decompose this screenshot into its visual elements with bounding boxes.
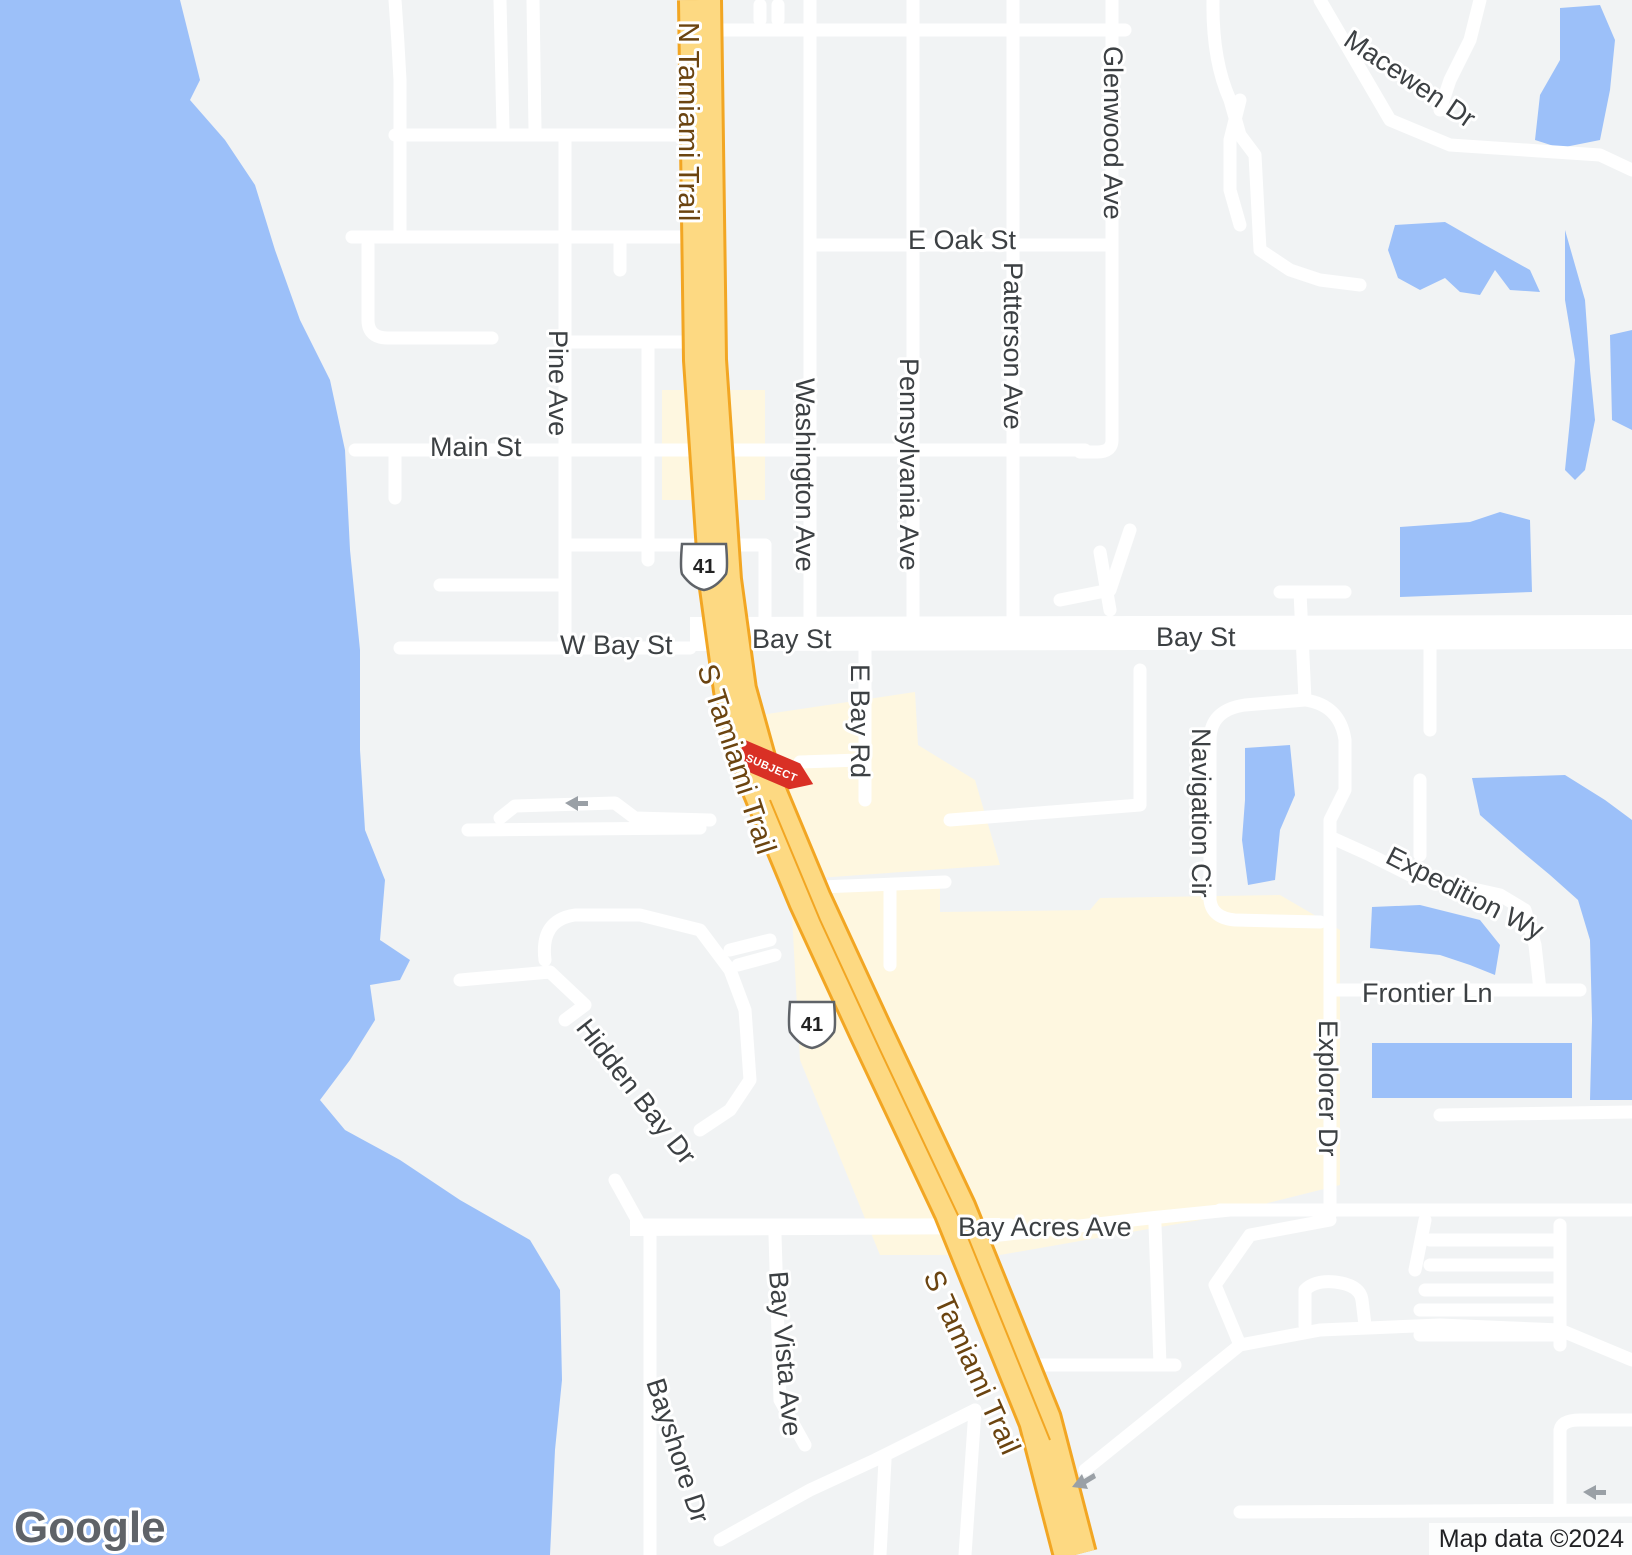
street-label: Main St bbox=[430, 432, 522, 462]
street-label: Pine Ave bbox=[543, 330, 573, 436]
street-label: Pennsylvania Ave bbox=[894, 358, 924, 571]
highway-label: N Tamiami Trail bbox=[672, 22, 704, 221]
pond bbox=[1400, 512, 1532, 597]
street-label: Navigation Cir bbox=[1186, 728, 1216, 898]
street-label: E Oak St bbox=[908, 225, 1017, 255]
street-label: Frontier Ln bbox=[1362, 978, 1493, 1008]
us-41-shield: 41 bbox=[679, 542, 729, 592]
pond bbox=[1242, 745, 1295, 885]
street-label: Washington Ave bbox=[790, 378, 820, 572]
pond bbox=[1610, 330, 1632, 430]
local-roads bbox=[345, 0, 1632, 1555]
one-way-arrow-icon bbox=[565, 796, 1606, 1500]
map-attribution: Map data ©2024 bbox=[1428, 1523, 1632, 1555]
street-label: E Bay Rd bbox=[845, 664, 875, 778]
pond bbox=[1370, 905, 1500, 975]
svg-text:41: 41 bbox=[693, 556, 715, 578]
google-logo: Google bbox=[14, 1503, 166, 1552]
street-label: Patterson Ave bbox=[998, 262, 1028, 430]
pond bbox=[1472, 775, 1632, 1100]
us-41-highway bbox=[677, 0, 1098, 1555]
pond bbox=[1535, 5, 1615, 148]
bay-water bbox=[0, 0, 562, 1555]
bay-st-road bbox=[689, 615, 1632, 651]
street-label: W Bay St bbox=[560, 630, 673, 660]
street-label: Bay St bbox=[1156, 622, 1236, 652]
street-label: Glenwood Ave bbox=[1098, 46, 1128, 220]
pond bbox=[1372, 1043, 1572, 1098]
street-label: Bay St bbox=[752, 624, 832, 654]
street-label: Explorer Dr bbox=[1313, 1020, 1343, 1157]
pond bbox=[1388, 222, 1540, 295]
street-label: Bay Acres Ave bbox=[958, 1212, 1132, 1242]
subject-marker-icon bbox=[734, 740, 814, 790]
pond bbox=[1565, 230, 1595, 480]
us-41-shield: 41 bbox=[787, 1000, 837, 1050]
svg-text:41: 41 bbox=[801, 1014, 823, 1036]
